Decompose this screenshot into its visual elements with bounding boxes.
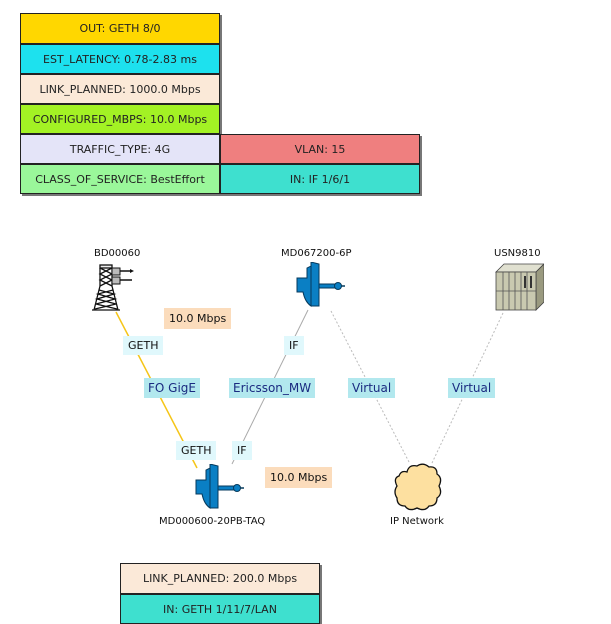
link-label-ericsson-mw[interactable]: Ericsson_MW bbox=[229, 378, 316, 398]
node-label-usn9810: USN9810 bbox=[494, 248, 541, 259]
attr-est-latency: EST_LATENCY: 0.78-2.83 ms bbox=[20, 44, 220, 74]
attr-traffic-type: TRAFFIC_TYPE: 4G bbox=[20, 134, 220, 164]
attr-vlan: VLAN: 15 bbox=[220, 134, 420, 164]
cell-tower-icon[interactable] bbox=[92, 262, 148, 314]
cloud-icon[interactable] bbox=[393, 462, 445, 512]
attr-link-planned-bottom: LINK_PLANNED: 200.0 Mbps bbox=[120, 563, 320, 594]
port-label-geth-top: GETH bbox=[123, 336, 164, 355]
node-label-md067200-6p: MD067200-6P bbox=[281, 248, 352, 259]
node-label-ip-network: IP Network bbox=[390, 516, 444, 527]
link-label-fo-gige[interactable]: FO GigE bbox=[144, 378, 200, 398]
port-label-if-bottom: IF bbox=[232, 441, 252, 460]
node-label-md000600-20pb-taq: MD000600-20PB-TAQ bbox=[159, 516, 266, 527]
microwave-dish-icon[interactable] bbox=[194, 464, 246, 510]
attr-configured-mbps: CONFIGURED_MBPS: 10.0 Mbps bbox=[20, 104, 220, 134]
attr-in-interface: IN: IF 1/6/1 bbox=[220, 164, 420, 194]
rate-label-ericsson-mw: 10.0 Mbps bbox=[265, 467, 333, 488]
node-label-bd00060: BD00060 bbox=[94, 248, 141, 259]
link-label-virtual-1[interactable]: Virtual bbox=[348, 378, 396, 398]
port-label-if-top: IF bbox=[284, 336, 304, 355]
attr-in-interface-bottom: IN: GETH 1/11/7/LAN bbox=[120, 594, 320, 624]
port-label-geth-bottom: GETH bbox=[176, 441, 217, 460]
server-rack-icon[interactable] bbox=[494, 262, 544, 312]
attr-class-of-service: CLASS_OF_SERVICE: BestEffort bbox=[20, 164, 220, 194]
attr-out: OUT: GETH 8/0 bbox=[20, 13, 220, 44]
microwave-dish-icon[interactable] bbox=[295, 262, 347, 308]
link-label-virtual-2[interactable]: Virtual bbox=[448, 378, 496, 398]
attr-link-planned: LINK_PLANNED: 1000.0 Mbps bbox=[20, 74, 220, 104]
rate-label-fo-gige: 10.0 Mbps bbox=[164, 308, 232, 329]
